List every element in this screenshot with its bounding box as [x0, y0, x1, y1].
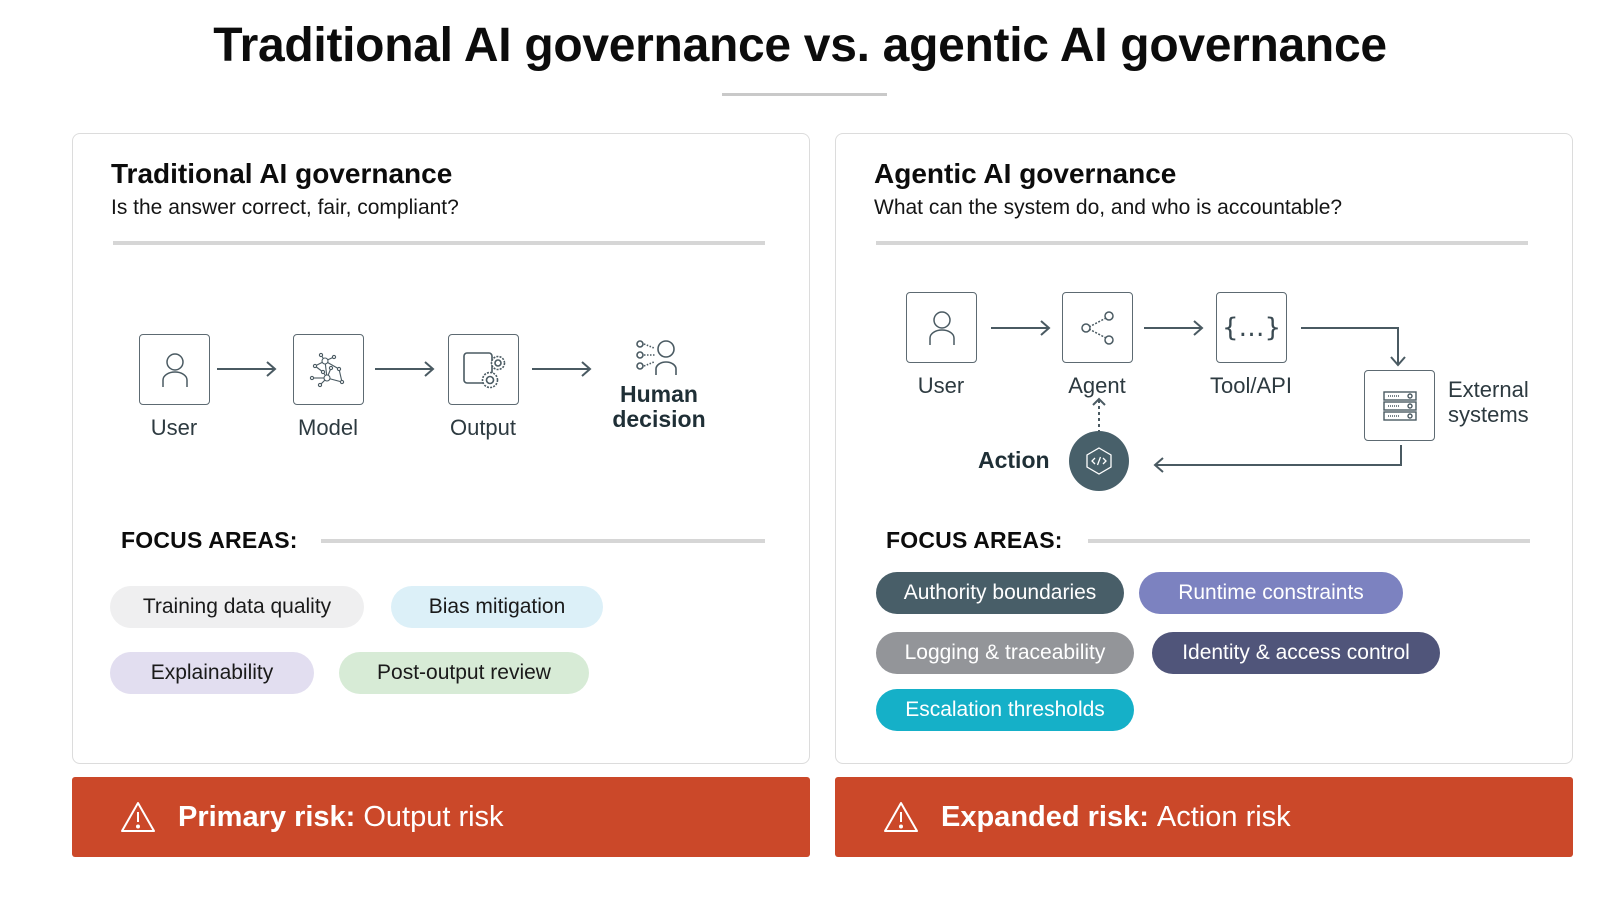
node-label: Model	[298, 415, 358, 440]
tool-api-node: {…}	[1216, 292, 1287, 363]
panel-subtitle: Is the answer correct, fair, compliant?	[111, 196, 459, 219]
focus-pill: Identity & access control	[1152, 632, 1440, 674]
node-label: Agent	[1068, 373, 1126, 398]
human-checklist-icon	[636, 340, 677, 375]
external-line1: External	[1448, 377, 1529, 402]
title-divider	[722, 93, 887, 96]
focus-pill: Logging & traceability	[876, 632, 1134, 674]
risk-heading: Expanded risk:	[941, 800, 1149, 833]
warning-icon	[884, 802, 918, 832]
neural-network-icon	[309, 352, 344, 387]
node-label: User	[917, 373, 965, 398]
risk-value: Action risk	[1156, 800, 1291, 833]
output-node	[448, 334, 519, 405]
focus-pill: Bias mitigation	[391, 586, 603, 628]
return-arrow-icon	[1153, 445, 1402, 473]
focus-pill: Explainability	[110, 652, 314, 694]
arrow-right-icon	[375, 361, 435, 377]
node-label: User	[150, 415, 198, 440]
arrow-right-icon	[532, 361, 592, 377]
human-decision-line1: Human	[620, 381, 698, 407]
model-node	[293, 334, 364, 405]
expanded-risk-banner: Expanded risk: Action risk	[835, 777, 1573, 857]
focus-divider	[321, 539, 765, 543]
focus-pill: Post-output review	[339, 652, 589, 694]
external-systems-node	[1364, 370, 1435, 441]
dotted-arrow-up-icon	[1092, 397, 1106, 432]
share-nodes-icon	[1080, 310, 1114, 345]
output-gears-icon	[462, 351, 505, 388]
agent-node	[1062, 292, 1133, 363]
human-decision-label: Human decision	[599, 382, 719, 432]
external-line2: systems	[1448, 402, 1529, 427]
focus-divider	[1088, 539, 1530, 543]
risk-value: Output risk	[363, 800, 504, 833]
focus-pill: Training data quality	[110, 586, 364, 628]
agentic-panel: Agentic AI governance What can the syste…	[835, 133, 1573, 764]
user-node	[139, 334, 210, 405]
focus-pill: Runtime constraints	[1139, 572, 1403, 614]
focus-pill: Authority boundaries	[876, 572, 1124, 614]
arrow-right-icon	[217, 361, 277, 377]
external-systems-label: External systems	[1448, 377, 1529, 427]
panel-subtitle: What can the system do, and who is accou…	[874, 196, 1343, 219]
arrow-right-icon	[991, 320, 1051, 336]
warning-icon	[121, 802, 155, 832]
traditional-panel: Traditional AI governance Is the answer …	[72, 133, 810, 764]
page-title: Traditional AI governance vs. agentic AI…	[213, 19, 1387, 72]
human-decision-line2: decision	[612, 406, 706, 432]
connector-arrow-icon	[1301, 327, 1406, 367]
focus-pill: Escalation thresholds	[876, 689, 1134, 731]
arrow-right-icon	[1144, 320, 1204, 336]
node-label: Tool/API	[1210, 373, 1292, 398]
divider	[876, 241, 1528, 245]
divider	[113, 241, 765, 245]
node-label: Output	[449, 415, 517, 440]
user-icon	[928, 310, 955, 345]
user-icon	[161, 352, 188, 387]
code-hexagon-icon	[1086, 447, 1112, 475]
primary-risk-banner: Primary risk: Output risk	[72, 777, 810, 857]
risk-heading: Primary risk:	[178, 800, 356, 833]
action-label: Action	[978, 447, 1050, 473]
panel-title: Traditional AI governance	[111, 158, 453, 189]
user-node	[906, 292, 977, 363]
action-node	[1069, 431, 1129, 491]
panel-title: Agentic AI governance	[874, 158, 1177, 189]
server-stack-icon	[1382, 390, 1417, 421]
focus-areas-label: FOCUS AREAS:	[886, 527, 1063, 553]
code-braces-icon: {…}	[1221, 312, 1282, 343]
focus-areas-label: FOCUS AREAS:	[121, 527, 298, 553]
